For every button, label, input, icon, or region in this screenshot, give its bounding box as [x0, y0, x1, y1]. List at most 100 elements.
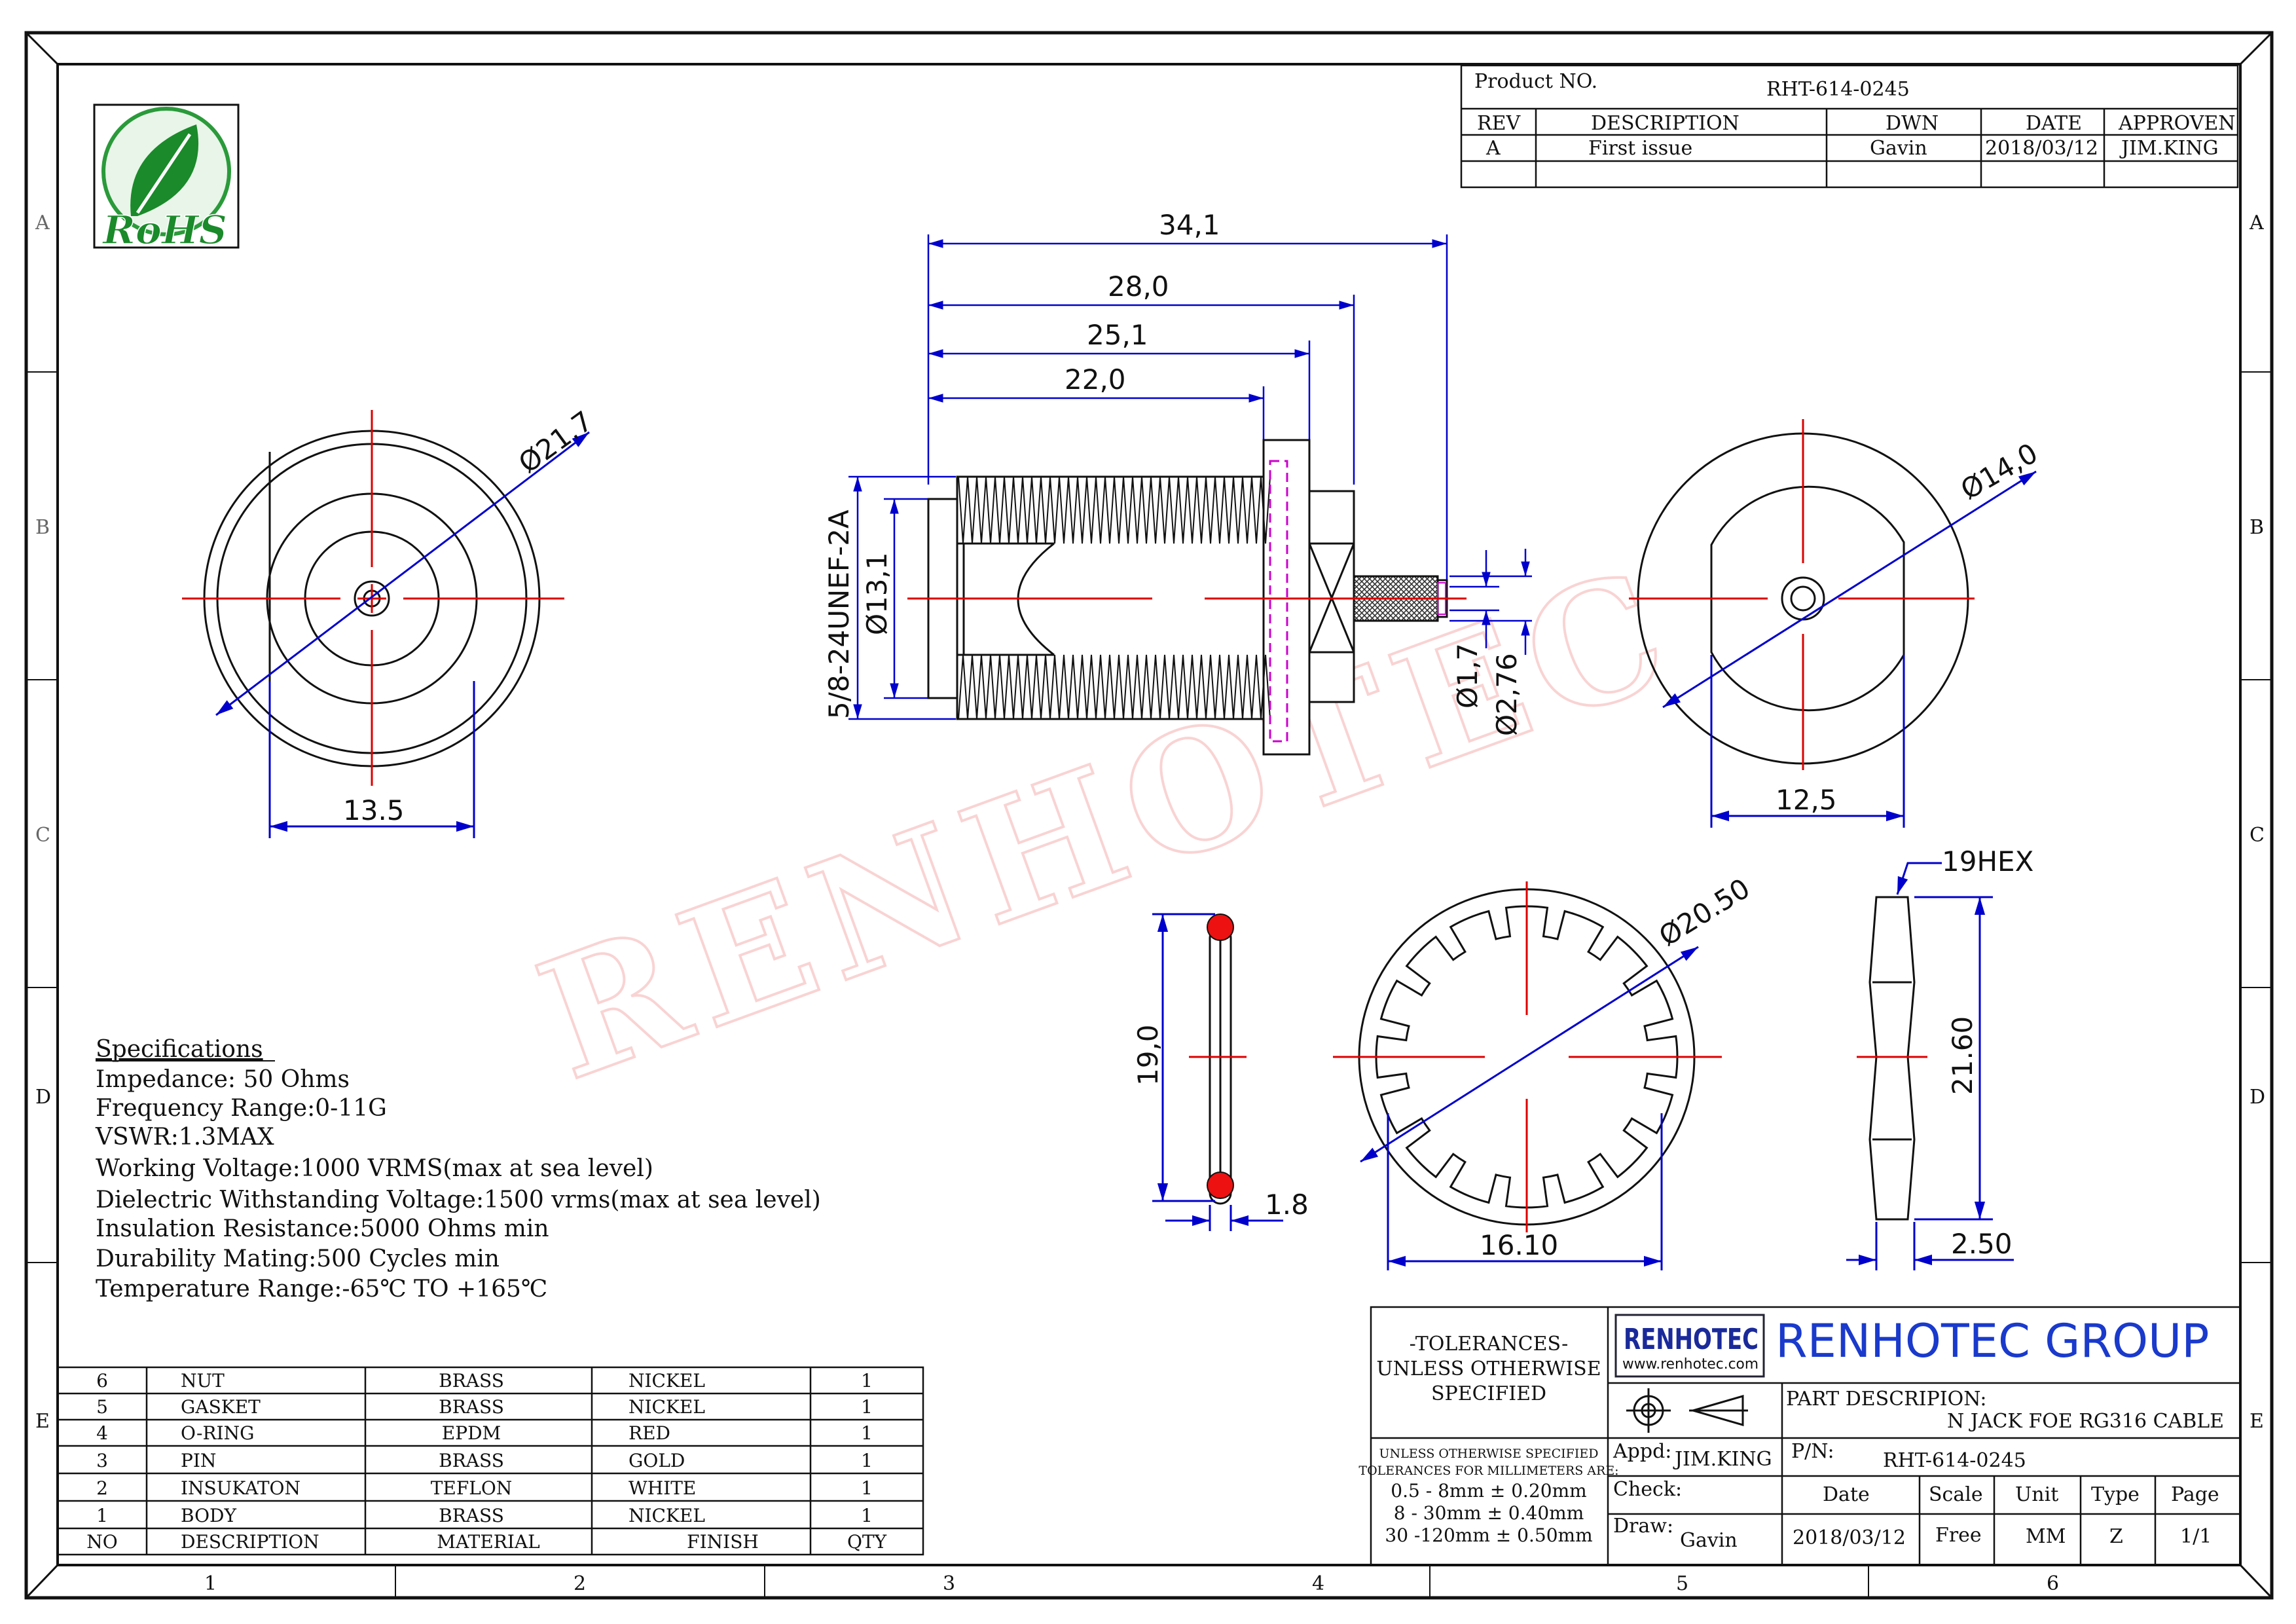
zone-left-b: B	[35, 516, 50, 539]
dim-len-25: 25,1	[1087, 319, 1148, 351]
zone-left-a: A	[35, 212, 50, 234]
bom-cell: NICKEL	[629, 1396, 705, 1418]
part-desc-label: PART DESCRIPION:	[1786, 1388, 1987, 1411]
rev-row-dwn: Gavin	[1870, 137, 1927, 160]
zone-col-3: 3	[943, 1572, 955, 1595]
bom-header-cell: FINISH	[687, 1531, 759, 1553]
part-desc-value: N JACK FOE RG316 CABLE	[1947, 1410, 2224, 1433]
bom-cell: BRASS	[439, 1505, 504, 1526]
bom-header-cell: DESCRIPTION	[181, 1531, 319, 1553]
info-val-date: 2018/03/12	[1793, 1526, 1906, 1549]
spec-line: VSWR:1.3MAX	[95, 1124, 274, 1151]
title-block	[1370, 1306, 2242, 1566]
info-head-date: Date	[1823, 1483, 1870, 1506]
bom-header-cell: MATERIAL	[437, 1531, 539, 1553]
zone-left-d: D	[35, 1086, 51, 1109]
tol-line-3: 0.5 - 8mm ± 0.20mm	[1391, 1480, 1586, 1502]
bom-cell: GOLD	[629, 1450, 685, 1471]
bom-cell: INSUKATON	[181, 1477, 301, 1499]
washer-view: Ø20.50 16.10	[1333, 872, 1755, 1270]
zone-col-4: 4	[1312, 1572, 1324, 1595]
zone-right-c: C	[2250, 824, 2265, 847]
spec-line: Durability Mating:500 Cycles min	[96, 1246, 500, 1272]
info-val-scale: Free	[1935, 1524, 1982, 1547]
bom-cell: TEFLON	[431, 1477, 513, 1499]
zone-col-5: 5	[1676, 1572, 1688, 1595]
dim-crimp-dia: Ø2,76	[1491, 653, 1523, 736]
o-ring-section-top	[1207, 913, 1234, 941]
dim-nut-w: 2.50	[1951, 1228, 2013, 1260]
bom-cell: 3	[96, 1450, 108, 1471]
info-head-scale: Scale	[1929, 1483, 1983, 1506]
dim-oring-w: 1.8	[1265, 1189, 1309, 1221]
dim-len-total: 34,1	[1159, 209, 1220, 241]
bom-cell: 5	[96, 1396, 108, 1418]
zone-col-2: 2	[574, 1572, 586, 1595]
bom-cell: 2	[96, 1477, 108, 1499]
info-head-type: Type	[2091, 1483, 2140, 1506]
zone-left-e: E	[35, 1410, 50, 1433]
bom-header-cell: NO	[86, 1531, 117, 1553]
specs-title: Specifications	[96, 1036, 263, 1063]
rev-col-approven: APPROVEN	[2118, 112, 2236, 135]
dim-nut-hex: 19HEX	[1942, 845, 2033, 877]
rev-col-description: DESCRIPTION	[1591, 112, 1740, 135]
tol-line-2: TOLERANCES FOR MILLIMETERS ARE:	[1358, 1464, 1618, 1478]
side-view: 34,1 28,0 25,1 22,0 5/8-24UNEF-2A Ø13,1 …	[823, 209, 1532, 756]
bom-cell: 4	[96, 1422, 108, 1444]
bom-cell: WHITE	[629, 1477, 696, 1499]
spec-line: Working Voltage:1000 VRMS(max at sea lev…	[96, 1155, 653, 1182]
dim-nut-h: 21.60	[1946, 1016, 1978, 1095]
pn-value: RHT-614-0245	[1883, 1449, 2026, 1472]
bom-cell: EPDM	[442, 1422, 501, 1444]
dim-body-dia: Ø13,1	[861, 552, 893, 635]
tol-line-4: 8 - 30mm ± 0.40mm	[1394, 1502, 1584, 1524]
tol-line-5: 30 -120mm ± 0.50mm	[1385, 1524, 1592, 1546]
specifications: Specifications Impedance: 50 Ohms Freque…	[95, 1036, 821, 1302]
pn-label: P/N:	[1791, 1440, 1834, 1463]
rear-view: Ø14,0 12,5	[1629, 419, 2043, 828]
zone-right-b: B	[2250, 516, 2264, 539]
info-head-page: Page	[2171, 1483, 2219, 1506]
check-label: Check:	[1613, 1478, 1682, 1501]
rohs-logo: RoHS	[93, 103, 240, 254]
renhotec-logo: RENHOTEC www.renhotec.com	[1614, 1314, 1765, 1378]
bom-cell: BRASS	[439, 1396, 504, 1418]
o-ring-section-bottom	[1207, 1172, 1234, 1199]
info-val-type: Z	[2109, 1525, 2123, 1548]
projection-symbol-icon	[1626, 1388, 1748, 1433]
appd-value: JIM.KING	[1673, 1448, 1772, 1471]
bom-cell: BODY	[181, 1505, 237, 1526]
zone-right-e: E	[2250, 1410, 2264, 1433]
dim-washer-dia: Ø20.50	[1653, 872, 1755, 953]
zone-right-d: D	[2250, 1086, 2265, 1109]
bom-cell: 1	[861, 1422, 873, 1444]
rev-row-approven: JIM.KING	[2119, 137, 2219, 160]
dim-thread: 5/8-24UNEF-2A	[823, 509, 855, 719]
spec-line: Dielectric Withstanding Voltage:1500 vrm…	[96, 1187, 821, 1213]
spec-line: Impedance: 50 Ohms	[96, 1066, 350, 1093]
bom-cell: O-RING	[181, 1422, 254, 1444]
renhotec-logo-url: www.renhotec.com	[1622, 1356, 1758, 1373]
tol-line-1: UNLESS OTHERWISE SPECIFIED	[1379, 1447, 1599, 1461]
sheet-frame	[24, 31, 2274, 1600]
spec-line: Insulation Resistance:5000 Ohms min	[96, 1215, 549, 1242]
dim-front-dia: Ø21.7	[513, 405, 598, 479]
zone-right-a: A	[2249, 212, 2264, 234]
info-head-unit: Unit	[2015, 1483, 2058, 1506]
rev-col-rev: REV	[1477, 112, 1521, 135]
spec-line: Frequency Range:0-11G	[96, 1095, 387, 1122]
dim-oring-h: 19,0	[1132, 1024, 1164, 1086]
bom-table	[56, 1366, 924, 1556]
tol-title-1: -TOLERANCES-	[1410, 1333, 1569, 1356]
bom-cell: 1	[96, 1505, 108, 1526]
rev-row-rev: A	[1485, 137, 1501, 160]
rev-row-description: First issue	[1588, 137, 1692, 160]
bom-cell: 1	[861, 1450, 873, 1471]
bom-cell: NICKEL	[629, 1370, 705, 1392]
draw-value: Gavin	[1680, 1529, 1738, 1552]
spec-line: Temperature Range:-65℃ TO +165℃	[96, 1276, 547, 1302]
bom-cell: RED	[629, 1422, 670, 1444]
bom-cell: BRASS	[439, 1450, 504, 1471]
